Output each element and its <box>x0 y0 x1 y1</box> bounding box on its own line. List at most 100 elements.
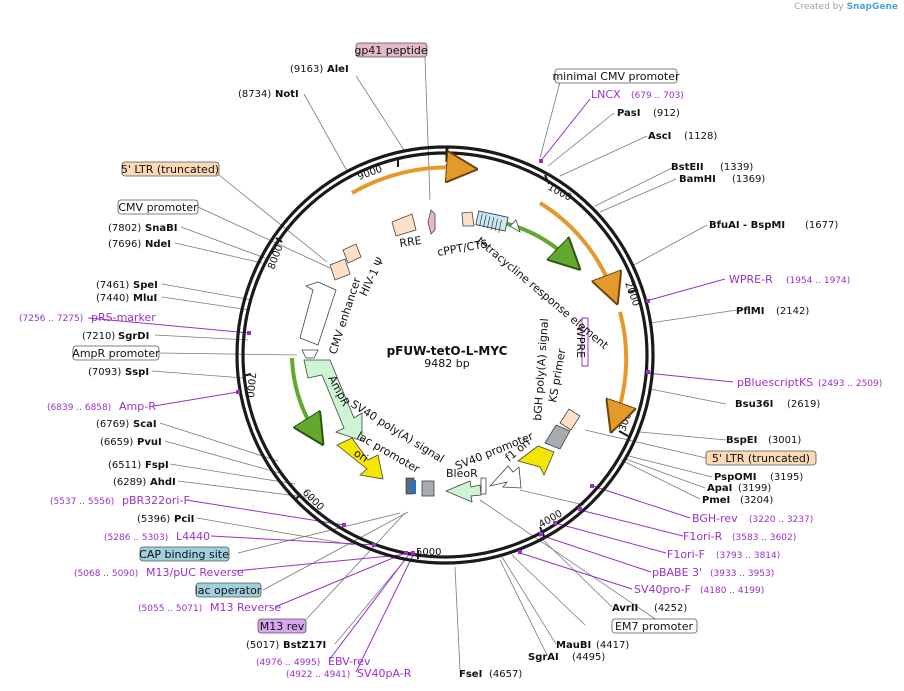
plasmid-length: 9482 bp <box>424 357 469 370</box>
enz-sspi: SspI <box>125 367 149 378</box>
pr-pblue: pBluescriptKS <box>737 376 813 389</box>
pr-lncx: LNCX <box>591 88 621 101</box>
enz-asci: AscI <box>648 131 671 142</box>
pr-f1f: F1ori-F <box>667 548 705 561</box>
enz-maubi-pos: (4417) <box>596 640 629 651</box>
enz-spei-pos: (7461) <box>96 280 129 291</box>
pr-ebv-range: (4976 .. 4995) <box>256 658 320 668</box>
enz-avrii-pos: (4252) <box>654 603 687 614</box>
lacop-shape <box>411 480 416 494</box>
enz-bspei: BspEI <box>726 435 757 446</box>
enz-pmei-pos: (3204) <box>740 495 773 506</box>
enz-bstz: BstZ17I <box>283 640 326 651</box>
pr-bgh: BGH-rev <box>692 512 738 525</box>
enz-noti-pos: (8734) <box>238 89 271 100</box>
enz-pspomi-pos: (3195) <box>770 472 803 483</box>
box-lacop: lac operator <box>195 584 262 597</box>
pr-bgh-range: (3220 .. 3237) <box>749 515 813 525</box>
ampr-shape <box>303 359 363 442</box>
enz-bfuai: BfuAI - BspMI <box>709 220 785 231</box>
enz-pflmi: PflMI <box>736 306 764 317</box>
enz-snabi: SnaBI <box>145 223 177 234</box>
wpre-bracket <box>581 317 589 367</box>
tick-7000: 7000 <box>244 372 257 398</box>
enz-mlui-pos: (7440) <box>96 293 129 304</box>
pr-prs: pRS-marker <box>91 311 156 324</box>
tick-1000: 1000 <box>546 182 574 204</box>
enz-pcii-pos: (5396) <box>137 514 170 525</box>
pr-m13r-range: (5055 .. 5071) <box>138 604 202 614</box>
enz-pasi: PasI <box>617 108 640 119</box>
enz-sspi-pos: (7093) <box>88 367 121 378</box>
enz-sgrai-pos: (4495) <box>572 652 605 663</box>
enz-asci-pos: (1128) <box>684 131 717 142</box>
enz-sgrdi-pos: (7210) <box>82 331 115 342</box>
enz-ndei: NdeI <box>145 239 171 250</box>
ori-shape <box>336 437 384 480</box>
bleo-shape <box>444 480 482 503</box>
enz-pflmi-pos: (2142) <box>776 306 809 317</box>
enz-alei-pos: (9163) <box>290 64 323 75</box>
backbone-outer <box>235 145 655 565</box>
brand-prefix: Created by <box>794 2 844 12</box>
features-shapes <box>299 209 589 503</box>
tre-shape <box>475 210 509 233</box>
box-cmv-prom: CMV promoter <box>118 201 198 214</box>
pr-pbr: pBR322ori-F <box>122 494 190 507</box>
arc-ltr-top <box>350 167 462 195</box>
boxed-labels: gp41 peptide minimal CMV promoter 5' LTR… <box>72 42 817 634</box>
enz-bsteii: BstEII <box>671 162 704 173</box>
enz-bstz-pos: (5017) <box>246 640 279 651</box>
enzyme-labels: (9163) AleI (8734) NotI (7802) SnaBI (76… <box>82 64 838 680</box>
enz-snabi-pos: (7802) <box>108 223 141 234</box>
arc-wpre <box>616 311 626 418</box>
snapgene-brand: Created by SnapGene <box>794 2 898 12</box>
enz-apai: ApaI <box>707 483 732 494</box>
enz-pvui-pos: (6659) <box>100 437 133 448</box>
pr-pbabe-range: (3933 .. 3953) <box>710 569 774 579</box>
enz-spei: SpeI <box>133 280 158 291</box>
em7-shape <box>480 477 487 495</box>
tick-5000: 5000 <box>416 547 441 558</box>
enz-mlui: MluI <box>133 293 157 304</box>
sv40p-shape <box>488 465 522 489</box>
ltr-right-shape <box>559 408 581 431</box>
enz-pasi-pos: (912) <box>653 108 680 119</box>
enz-bsteii-pos: (1339) <box>720 162 753 173</box>
arc-tre <box>538 201 612 290</box>
bgh-shape <box>544 424 571 450</box>
enz-sgrai: SgrAI <box>528 652 559 663</box>
enz-sgrdi: SgrDI <box>118 331 149 342</box>
m13-shape <box>421 480 435 497</box>
pr-f1f-range: (3793 .. 3814) <box>716 551 780 561</box>
rre-shape <box>391 213 417 237</box>
hiv-psi-shape <box>342 243 362 264</box>
tick-2000: 2000 <box>622 280 641 308</box>
enz-scai-pos: (6769) <box>96 419 129 430</box>
box-ampr-prom: AmpR promoter <box>72 347 160 360</box>
enz-bamhi: BamHI <box>679 174 716 185</box>
enz-bsu36i-pos: (2619) <box>787 399 820 410</box>
enz-ahdi: AhdI <box>150 477 176 488</box>
enz-fspi-pos: (6511) <box>108 460 141 471</box>
primer-marks <box>236 159 650 555</box>
pr-sv40r-range: (4922 .. 4941) <box>286 670 350 680</box>
label-rre: RRE <box>399 234 423 250</box>
box-ltr-top: 5' LTR (truncated) <box>121 163 219 176</box>
f1-shape <box>517 445 555 476</box>
box-gp41: gp41 peptide <box>354 44 428 57</box>
cmv-enhancer-shape <box>299 281 337 346</box>
label-cmv-enh: CMV enhancer <box>326 275 363 356</box>
enz-avrii: AvrII <box>612 603 638 614</box>
pr-ampr-range: (6839 .. 6858) <box>47 403 111 413</box>
arc-green-left <box>290 357 315 432</box>
enz-pvui: PvuI <box>137 437 162 448</box>
label-ori: ori <box>351 447 370 466</box>
pr-f1r: F1ori-R <box>683 530 723 543</box>
enz-pspomi: PspOMI <box>714 472 756 483</box>
box-ltr-right: 5' LTR (truncated) <box>712 452 810 465</box>
label-bgh: bGH poly(A) signal <box>531 318 551 421</box>
label-wpre: WPRE <box>574 326 587 358</box>
enz-apai-pos: (3199) <box>738 483 771 494</box>
